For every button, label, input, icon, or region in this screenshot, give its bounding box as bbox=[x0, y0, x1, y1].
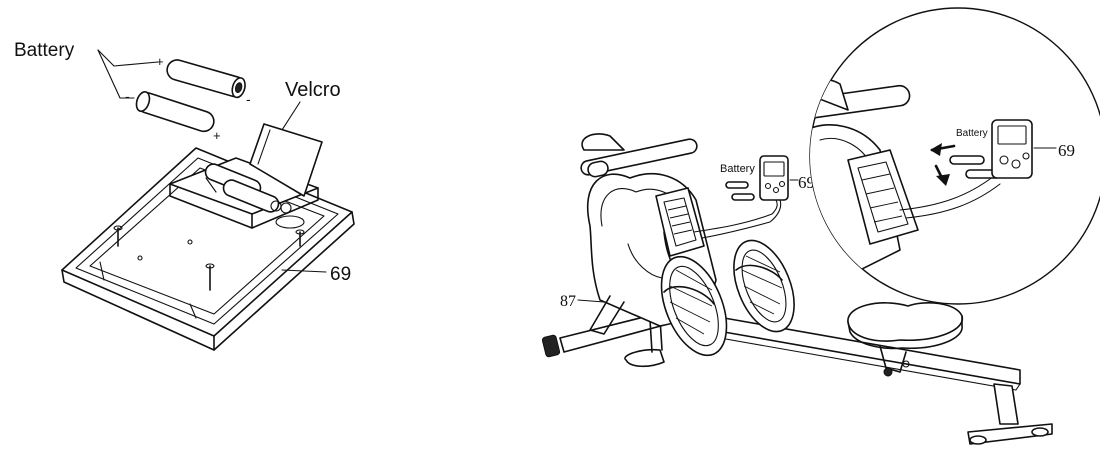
pedal-right bbox=[733, 239, 795, 333]
resistance-cassette bbox=[655, 187, 705, 257]
console-battery-figure: Battery + - - + Velcro bbox=[14, 40, 355, 351]
rowing-machine-figure: Battery 69 87 bbox=[541, 133, 1053, 445]
part-number-69-left: 69 bbox=[330, 264, 351, 285]
battery-label-left: Battery bbox=[14, 40, 75, 61]
monitor bbox=[759, 155, 789, 201]
detail-inset: Battery 69 bbox=[809, 7, 1100, 305]
handlebar bbox=[580, 133, 698, 178]
monitor-part-number-inset: 69 bbox=[1058, 141, 1075, 160]
plus-sign-lower: + bbox=[213, 128, 221, 143]
battery-holder bbox=[169, 157, 319, 229]
frame-part-number-87: 87 bbox=[560, 293, 576, 310]
pedal-left bbox=[660, 255, 728, 357]
velcro-label: Velcro bbox=[285, 79, 341, 101]
velcro-leader-line bbox=[281, 101, 301, 131]
monitor-part-number: 69 bbox=[798, 173, 815, 192]
battery-upper bbox=[166, 59, 246, 99]
velcro-flap bbox=[249, 123, 323, 197]
minus-sign-lower: - bbox=[125, 88, 130, 104]
battery-leader-lines bbox=[97, 49, 159, 99]
console-cable bbox=[693, 199, 778, 233]
battery-label-machine: Battery bbox=[720, 163, 755, 175]
minus-sign-top: - bbox=[246, 91, 251, 107]
batteries-small bbox=[725, 181, 755, 201]
front-stabilizer bbox=[541, 311, 669, 368]
battery-label-inset: Battery bbox=[956, 128, 988, 139]
part-87-leader-line bbox=[577, 299, 605, 303]
rear-stabilizer bbox=[967, 383, 1053, 445]
part-69-leader-line bbox=[281, 269, 327, 273]
plus-sign-top: + bbox=[156, 54, 164, 69]
seat bbox=[847, 302, 964, 377]
battery-lower bbox=[135, 91, 215, 133]
